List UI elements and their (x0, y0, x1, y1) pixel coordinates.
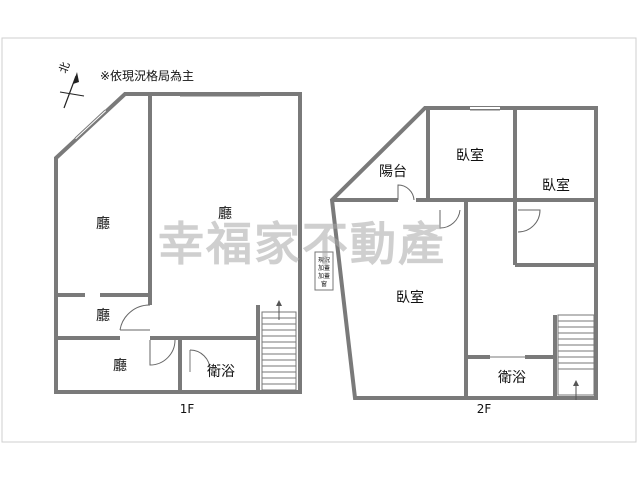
room-label-2f-bedroom-right: 臥室 (542, 177, 570, 194)
room-label-2f-bedroom-main: 臥室 (396, 289, 424, 306)
door-2f-balcony (397, 184, 415, 201)
door-1f-bath (189, 349, 211, 371)
room-label-1f-living-left: 廳 (96, 215, 110, 232)
window-mark-diagonal-line (74, 109, 106, 139)
floor-label-1f: 1F (180, 402, 195, 416)
door-2f-bedroom-a (439, 209, 461, 229)
room-label-2f-bath: 衛浴 (498, 370, 526, 386)
room-label-1f-living-small: 廳 (96, 307, 110, 324)
door-1f-b (149, 339, 176, 366)
floor-label-2f: 2F (477, 402, 492, 416)
floor-2f: 現況 加蓋 加蓋 窗 陽台 臥室 臥室 臥室 衛浴 2F (314, 106, 598, 416)
north-arrow-icon (59, 72, 85, 109)
door-1f-a (119, 304, 151, 331)
annotation-line-1: 現況 (318, 256, 330, 264)
room-label-2f-balcony: 陽台 (379, 164, 407, 180)
door-2f-bedroom-b (517, 209, 541, 233)
floor-2f-outline (329, 106, 598, 400)
floor-1f: 廳 廳 廳 廳 衛浴 1F (54, 92, 302, 416)
watermark: 幸福家不動產 (158, 217, 446, 271)
annotation-box (314, 251, 334, 291)
plan-border (1, 37, 637, 443)
room-label-1f-living-bottom: 廳 (113, 357, 127, 374)
room-label-1f-living-main: 廳 (218, 205, 232, 222)
annotation-line-4: 窗 (321, 280, 327, 288)
north-label: 北 (57, 60, 73, 75)
annotation-line-2: 加蓋 (318, 264, 330, 272)
annotation-line-3: 加蓋 (318, 272, 330, 280)
stairs-2f (557, 314, 595, 400)
stairs-1f (261, 300, 297, 391)
room-label-1f-bath: 衛浴 (207, 364, 235, 380)
layout-note: ※依現況格局為主 (100, 68, 194, 83)
room-label-2f-bedroom-top: 臥室 (456, 147, 484, 164)
